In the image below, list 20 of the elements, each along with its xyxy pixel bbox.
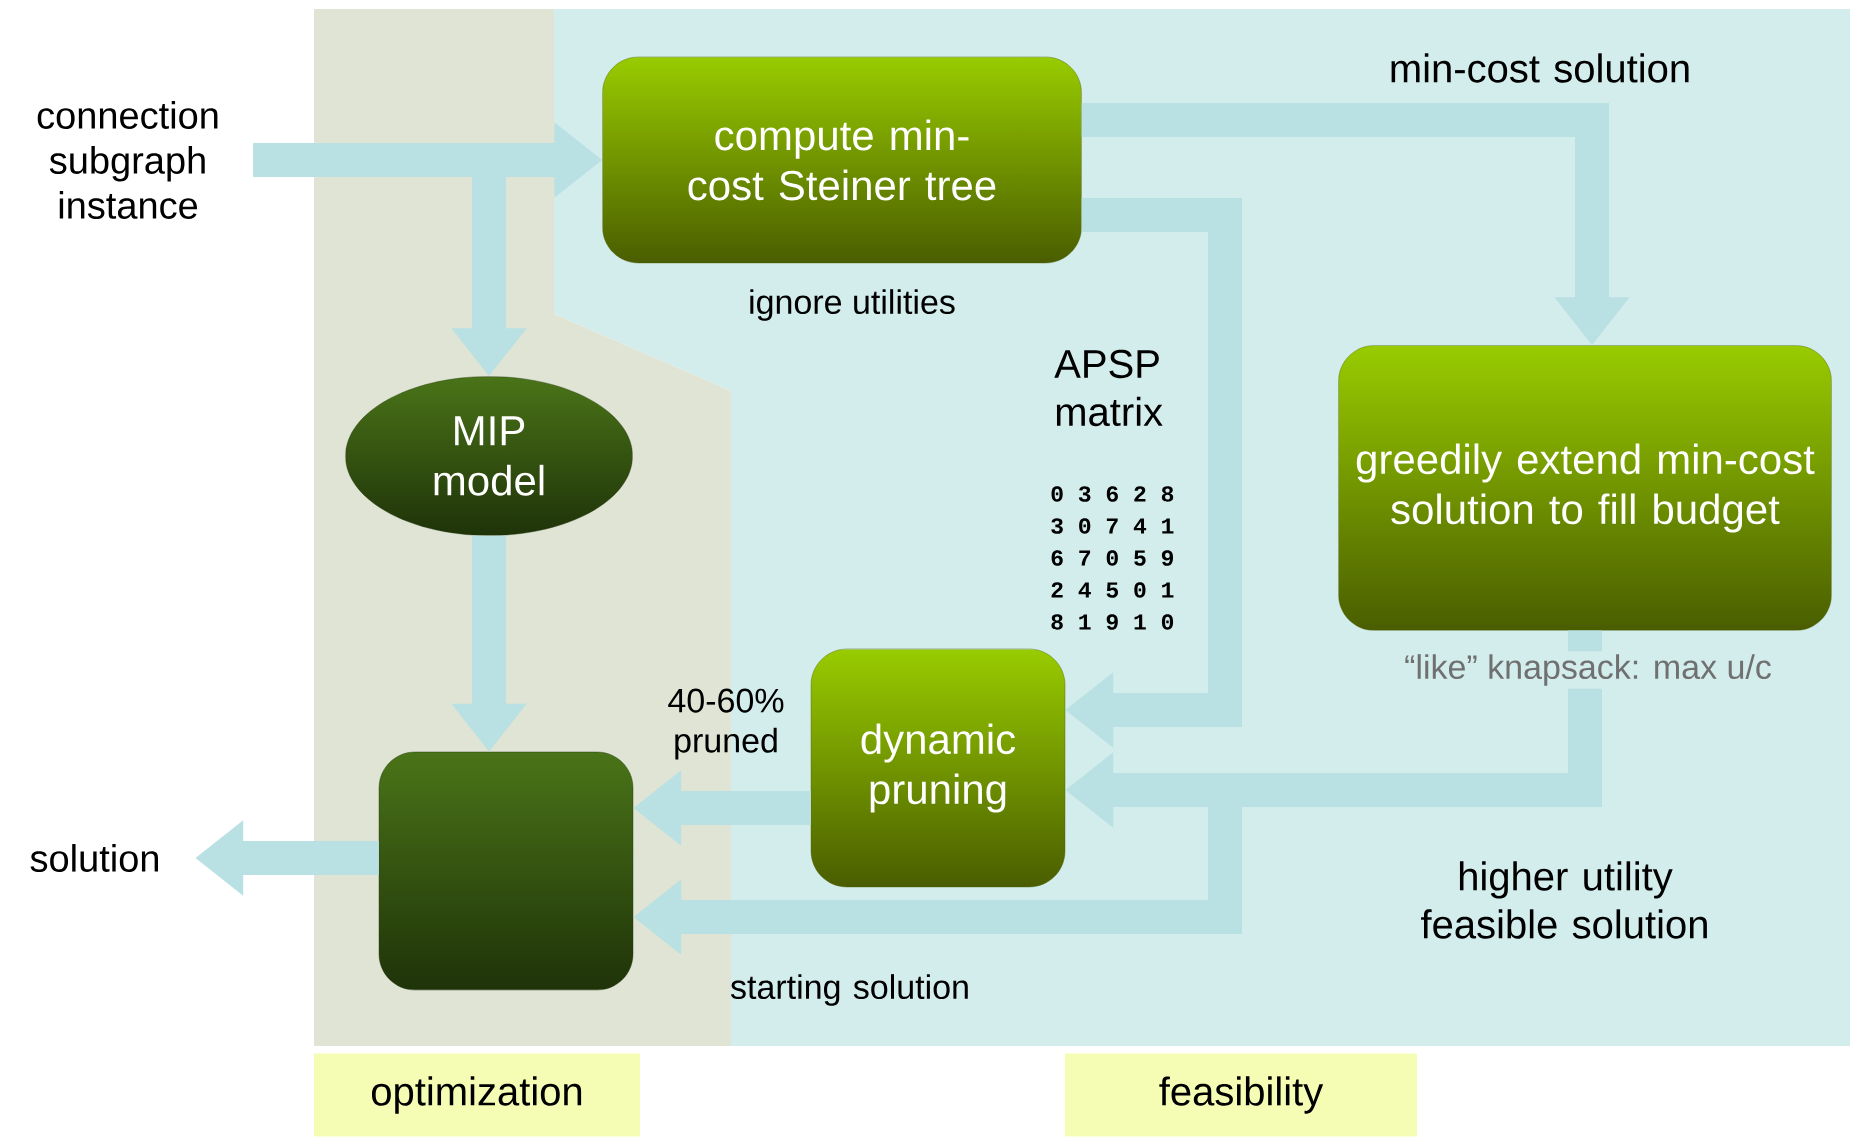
caption-text: “like” knapsack: max u/c bbox=[1401, 651, 1775, 689]
process-box: dynamic pruning bbox=[810, 648, 1066, 888]
matrix-row: 6 7 0 5 9 bbox=[1051, 550, 1174, 566]
solver-box bbox=[378, 751, 634, 991]
edge-label: starting solution bbox=[730, 974, 968, 1006]
matrix-row: 3 0 7 4 1 bbox=[1051, 518, 1174, 534]
process-box: compute min-cost Steiner tree bbox=[602, 56, 1082, 264]
edge-label: min-cost solution bbox=[1391, 53, 1689, 83]
annotation: higher utility feasible solution bbox=[1421, 861, 1707, 939]
matrix-row: 0 3 6 2 8 bbox=[1051, 486, 1174, 502]
matrix-row: 2 4 5 0 1 bbox=[1051, 582, 1174, 598]
input-text: connection subgraph instance bbox=[37, 101, 218, 219]
process-box: greedily extend min-cost solution to fill budget bbox=[1338, 345, 1832, 631]
matrix-row: 8 1 9 1 0 bbox=[1051, 614, 1174, 630]
edge-label: 40-60% pruned bbox=[668, 688, 784, 760]
matrix-title: APSP matrix bbox=[1054, 349, 1163, 427]
caption-text: ignore utilities bbox=[745, 286, 959, 324]
region-label: feasibility bbox=[1065, 1053, 1417, 1137]
output-text: solution bbox=[30, 844, 158, 872]
region-label: optimization bbox=[314, 1053, 640, 1137]
